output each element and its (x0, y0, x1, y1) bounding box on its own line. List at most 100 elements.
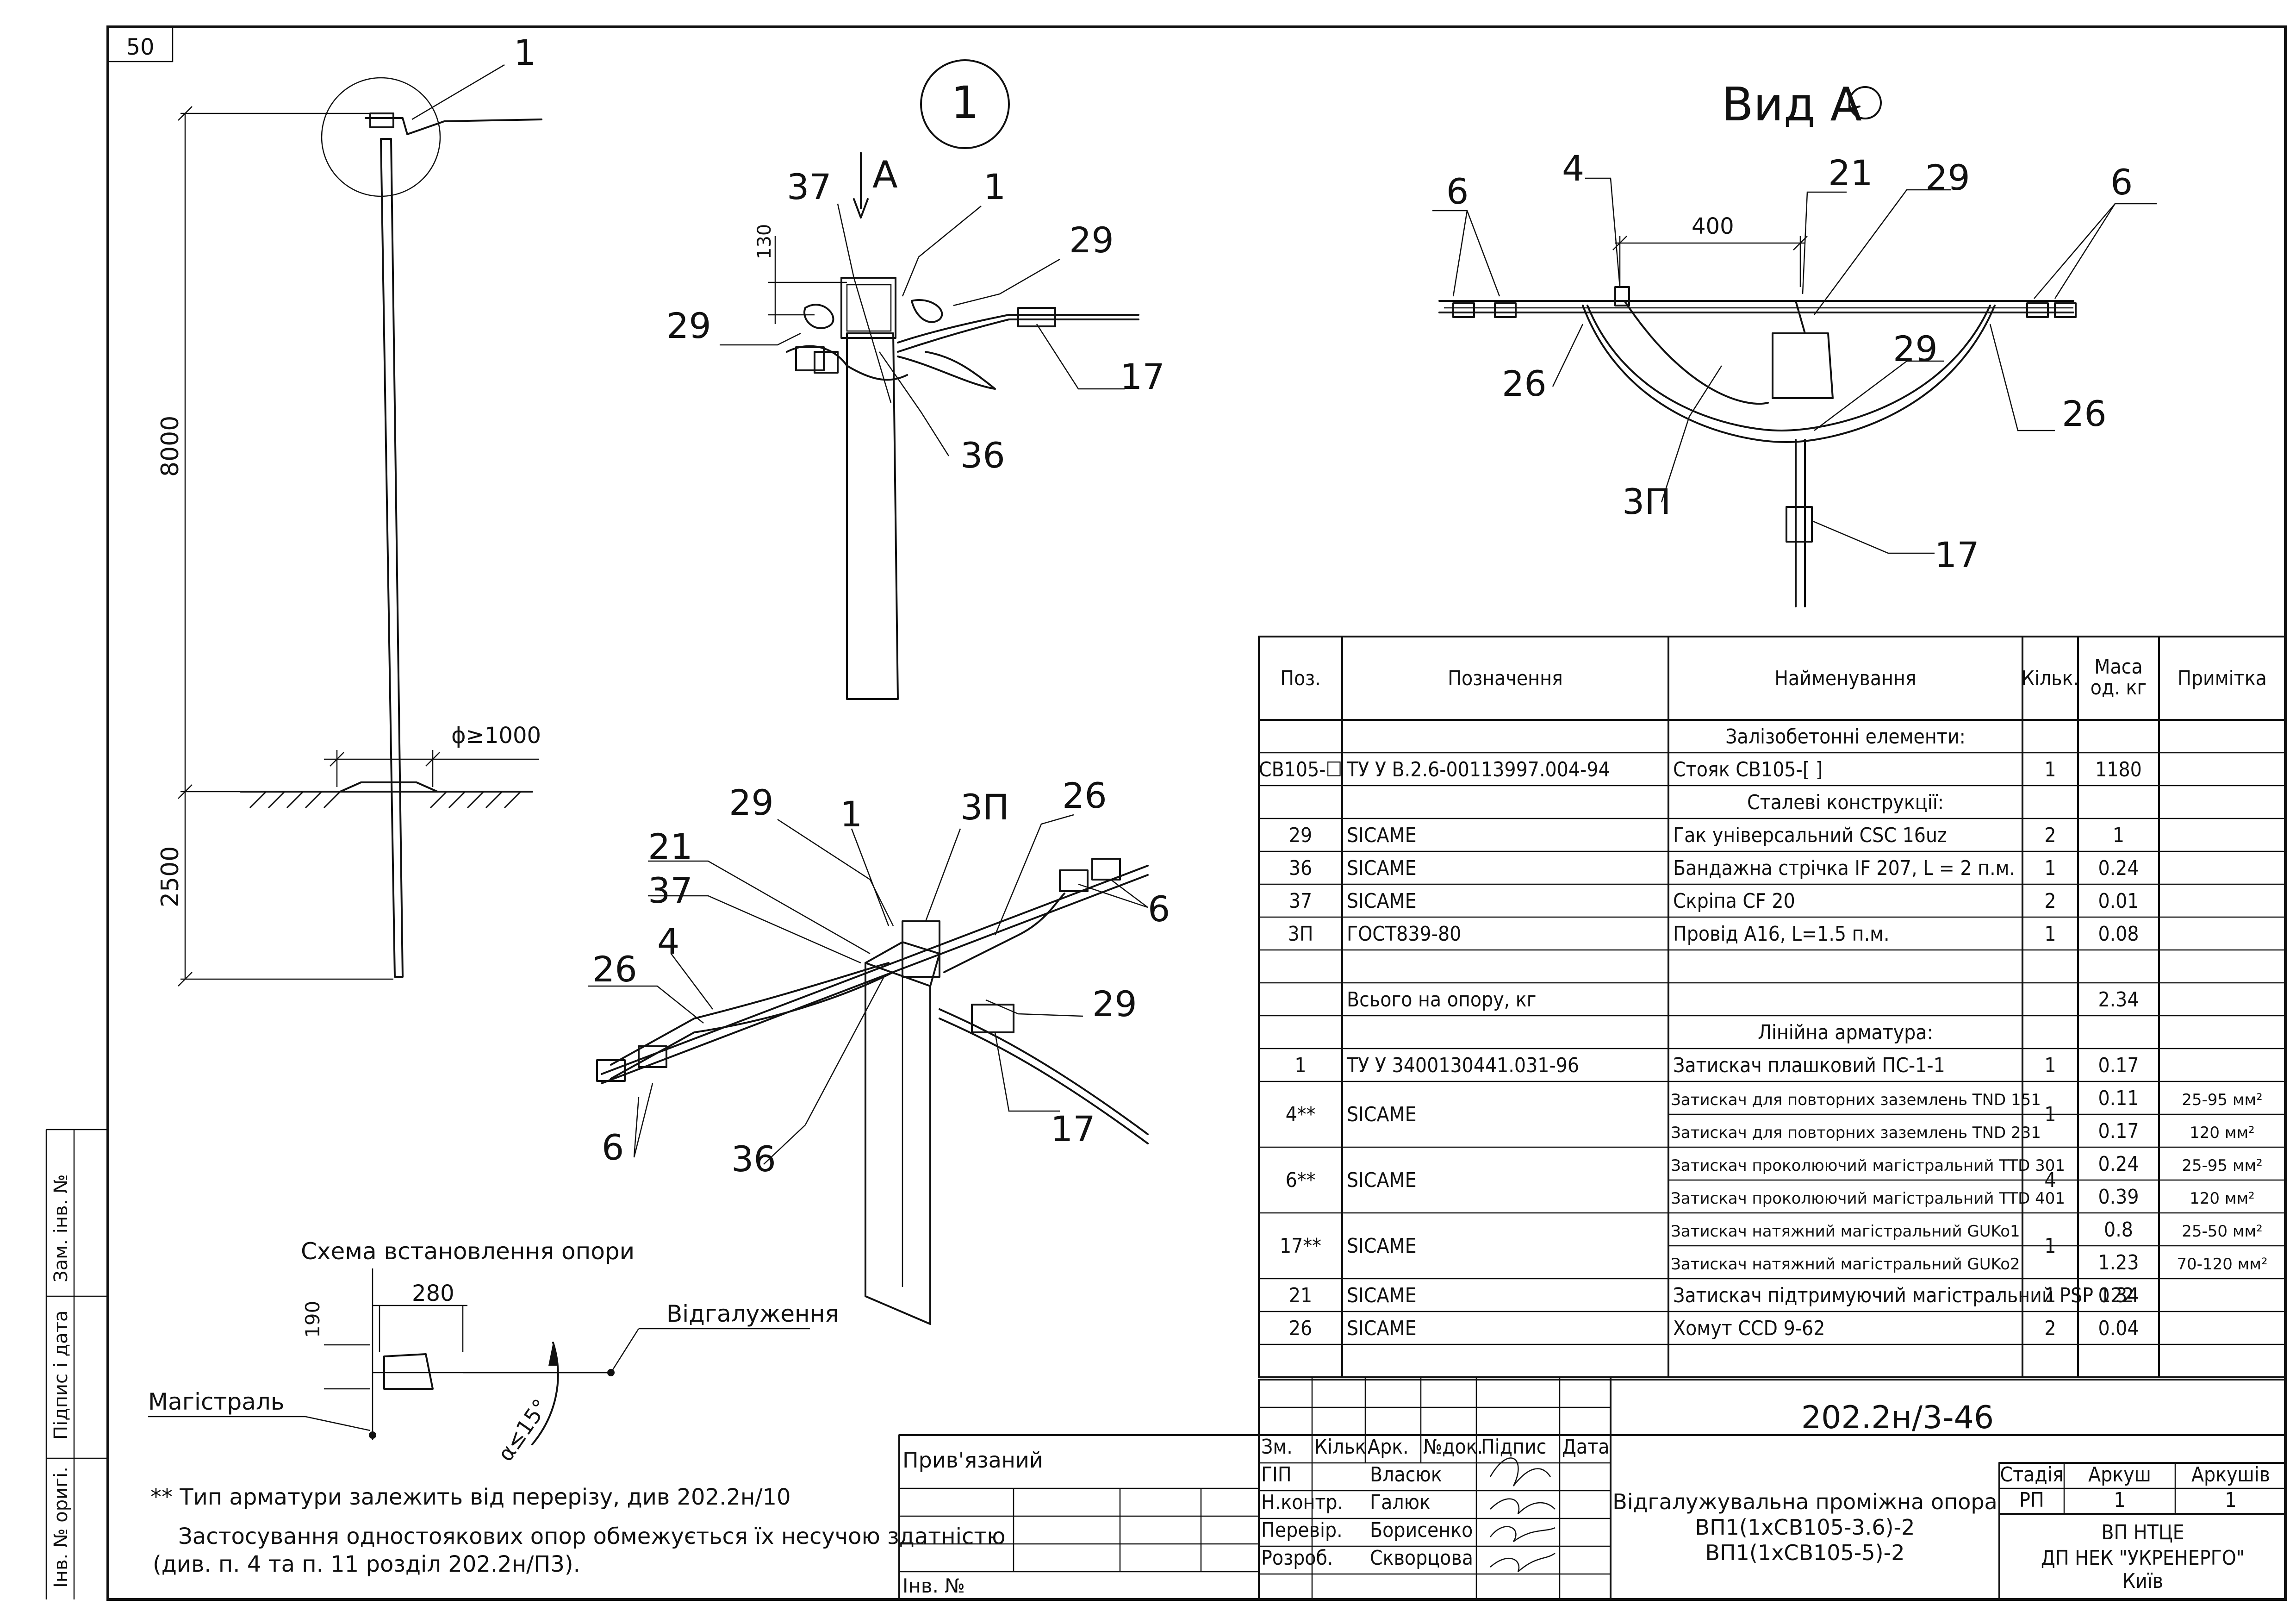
corner-box (107, 26, 174, 62)
row-designation: SICAME (1347, 1284, 1417, 1307)
group-item-name: Затискач для повторних заземлень TND 231 (1671, 1124, 2041, 1142)
iso-label: 3П (960, 787, 1009, 828)
row-name: Провід А16, L=1.5 п.м. (1673, 922, 1890, 946)
iso-label: 26 (1062, 775, 1107, 816)
side-stamp: Інв. № оригі. Підпис і дата Зам. інв. № (45, 1129, 108, 1599)
sheets-value: 1 (2225, 1488, 2236, 1512)
section-title: Лінійна арматура: (1758, 1021, 1933, 1044)
org-line-2: ДП НЕК "УКРЕНЕРГО" (2041, 1546, 2245, 1570)
row-designation: ТУ У 3400130441.031-96 (1346, 1054, 1579, 1077)
row-pos: 26 (1289, 1317, 1312, 1340)
row-mass: 0.24 (2098, 856, 2139, 880)
group-item-note: 70-120 мм² (2177, 1255, 2267, 1274)
signature (1490, 1552, 1556, 1572)
iso-label: 17 (1051, 1108, 1095, 1149)
d1-label: 17 (1120, 356, 1165, 397)
row-name: Затискач підтримуючий магістральний PSP … (1673, 1284, 2134, 1307)
view-a-dim-400: 400 (1692, 213, 1734, 239)
row-name: Затискач плашковий ПС-1-1 (1673, 1054, 1945, 1077)
iso-label: 29 (1092, 983, 1137, 1024)
row-name: Гак універсальний CSC 16uz (1673, 824, 1947, 847)
row-pos: 3П (1288, 922, 1313, 946)
title-block: Прив'язаний Інв. № Зм. Кільк. Арк. №док.… (898, 1376, 2286, 1600)
row-designation: SICAME (1347, 824, 1417, 847)
group-item-name: Затискач для повторних заземлень TND 151 (1671, 1091, 2041, 1109)
tb-header: Кільк. (1314, 1435, 1372, 1459)
row-qty: 2 (2044, 1317, 2056, 1340)
row-pos: 29 (1289, 824, 1312, 847)
header-mass: Маса (2094, 655, 2142, 679)
group-item-name: Затискач натяжний магістральний GUKo2 (1671, 1255, 2020, 1274)
scheme-dim-280: 280 (412, 1280, 454, 1306)
scheme-title: Схема встановлення опори (301, 1238, 635, 1265)
tb-role: Розроб. (1261, 1546, 1333, 1570)
side-stamp-replace: Зам. інв. № (50, 1174, 72, 1282)
group-item-note: 120 мм² (2190, 1189, 2255, 1208)
tb-role: ГІП (1261, 1463, 1292, 1487)
scheme-branch: Відгалуження (666, 1300, 839, 1327)
signature (1489, 1457, 1551, 1487)
stage-header: Стадія (2000, 1463, 2063, 1487)
scheme-angle: α≤15° (493, 1394, 554, 1466)
note-2a: Застосування одностоякових опор обмежуєт… (178, 1524, 1006, 1549)
group-item-mass: 0.24 (2098, 1152, 2139, 1176)
scheme-main: Магістраль (148, 1388, 284, 1415)
org-line-3: Київ (2122, 1569, 2163, 1593)
install-scheme: Схема встановлення опори 280 190 Відгалу… (148, 1238, 839, 1466)
va-label: 26 (1502, 363, 1547, 404)
tb-name: Власюк (1370, 1463, 1442, 1487)
group-item-note: 25-50 мм² (2182, 1222, 2263, 1241)
group-designation: SICAME (1347, 1168, 1417, 1192)
row-name: Скріпа CF 20 (1673, 889, 1795, 913)
row-mass: 0.04 (2098, 1317, 2139, 1340)
va-label: 29 (1893, 328, 1938, 369)
sheets-header: Аркушів (2191, 1463, 2270, 1487)
section-title: Залізобетонні елементи: (1725, 725, 1966, 749)
row-qty: 1 (2044, 1054, 2056, 1077)
row-qty: 1 (2044, 856, 2056, 880)
dim-diameter: ϕ≥1000 (451, 723, 541, 749)
row-pos: СВ105-☐ (1259, 758, 1342, 781)
group-pos: 4** (1286, 1103, 1316, 1126)
sheet-value: 1 (2114, 1488, 2125, 1512)
iso-label: 4 (657, 921, 679, 962)
tb-header: Дата (1562, 1435, 1610, 1459)
row-designation: ТУ У В.2.6-00113997.004-94 (1346, 758, 1610, 781)
detail-1-circle (920, 59, 1010, 149)
va-label: 6 (2110, 162, 2133, 203)
tb-title-2: ВП1(1хСВ105-3.6)-2 (1695, 1515, 1915, 1540)
org-line-1: ВП НТЦЕ (2101, 1521, 2184, 1544)
header-designation: Позначення (1448, 667, 1563, 690)
view-a: Вид А 400 (1432, 77, 2157, 607)
tb-title-1: Відгалужувальна проміжна опора (1612, 1489, 1997, 1514)
attached-label: Прив'язаний (902, 1448, 1043, 1473)
notes: ** Тип арматури залежить від перерізу, д… (150, 1484, 1006, 1577)
tb-role: Н.контр. (1261, 1491, 1343, 1514)
va-label: 6 (1446, 171, 1468, 212)
group-item-name: Затискач проколюючий магістральний TTD 3… (1671, 1156, 2065, 1175)
va-label: 29 (1925, 157, 1970, 198)
tb-header: №док. (1423, 1435, 1483, 1459)
iso-label: 1 (840, 793, 862, 835)
sheet-header: Аркуш (2088, 1463, 2151, 1487)
tb-header: Арк. (1368, 1435, 1409, 1459)
doc-code: 202.2н/3-46 (1801, 1399, 1994, 1436)
d1-label: 29 (666, 305, 711, 346)
group-item-note: 25-95 мм² (2182, 1091, 2263, 1109)
tb-role: Перевір. (1261, 1518, 1343, 1542)
row-qty: 2 (2044, 889, 2056, 913)
side-stamp-inv: Інв. № оригі. (50, 1467, 72, 1588)
group-item-mass: 0.17 (2098, 1119, 2139, 1143)
pole-footprint (383, 1353, 434, 1390)
group-item-mass: 0.11 (2098, 1087, 2139, 1110)
group-item-note: 120 мм² (2190, 1124, 2255, 1142)
iso-view (588, 814, 1149, 1325)
header-name: Найменування (1774, 667, 1916, 690)
view-a-labels: 6 4 21 29 6 26 29 26 3П 17 (1446, 148, 2133, 575)
note-1: ** Тип арматури залежить від перерізу, д… (150, 1484, 791, 1510)
detail-1: 1 А 130 (720, 59, 1139, 700)
group-pos: 6** (1286, 1168, 1316, 1192)
row-pos: 1 (1294, 1054, 1306, 1077)
detail-1-pole (846, 332, 899, 700)
